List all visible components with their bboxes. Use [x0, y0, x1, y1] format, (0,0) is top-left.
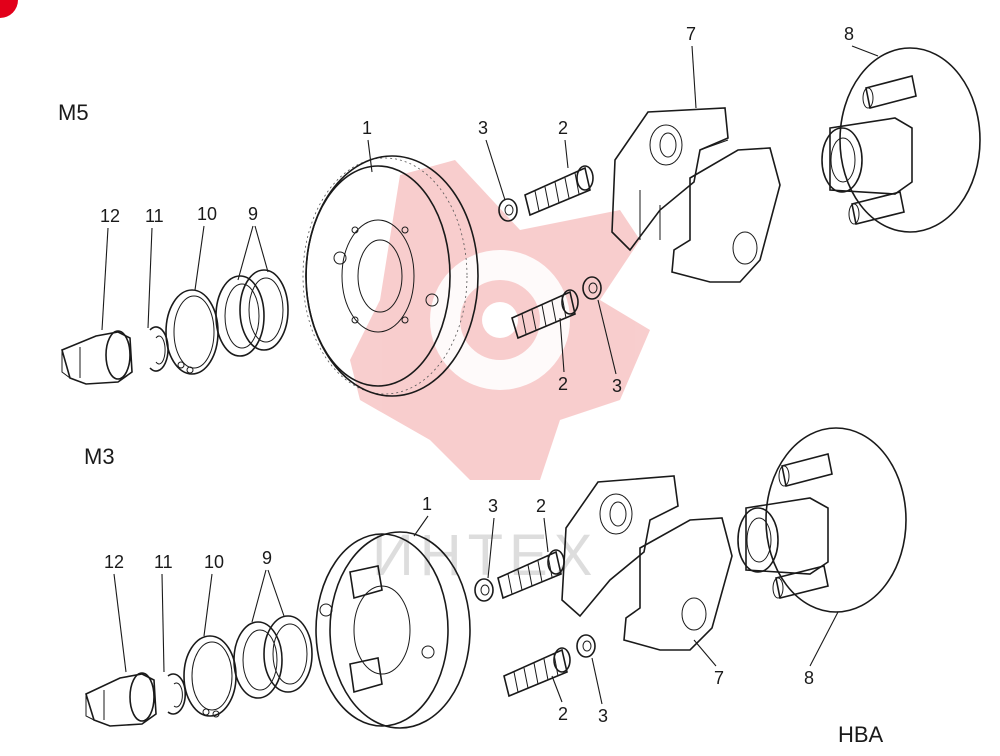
m3-part-10-circlip	[183, 635, 237, 718]
m3-callout-3-lower: 3	[598, 706, 608, 726]
m5-callout-1: 1	[362, 118, 372, 138]
m5-part-3-washer-lower	[582, 276, 602, 300]
m3-part-2-spring-upper	[497, 549, 565, 600]
m5-callout-2-lower: 2	[558, 374, 568, 394]
m5-part-2-spring-lower	[511, 289, 579, 340]
m3-callout-12: 12	[104, 552, 124, 572]
m5-callout-11: 11	[145, 206, 164, 226]
diagram-code: HBA	[838, 722, 884, 747]
m3-section-label: M3	[84, 444, 115, 469]
m5-section-label: M5	[58, 100, 89, 125]
m5-callout-7: 7	[686, 24, 696, 44]
m3-part-11-clip	[167, 673, 187, 715]
m3-callout-9: 9	[262, 548, 272, 568]
m3-part-8-hub	[737, 427, 907, 613]
m5-callout-9: 9	[248, 204, 258, 224]
m5-part-3-washer-upper	[498, 198, 518, 222]
m5-callout-3-lower: 3	[612, 376, 622, 396]
m3-callout-8: 8	[804, 668, 814, 688]
m3-part-1-flange	[315, 531, 471, 729]
m5-part-10-circlip	[165, 289, 219, 375]
m5-part-7-coupling	[611, 107, 781, 283]
m5-callout-2-upper: 2	[558, 118, 568, 138]
m5-callout-3-upper: 3	[478, 118, 488, 138]
m5-callout-10: 10	[197, 204, 217, 224]
m3-part-3-washer-lower	[576, 634, 596, 658]
m5-part-8-hub	[821, 47, 981, 233]
m5-part-1-gear	[302, 155, 479, 397]
m3-callout-7: 7	[714, 668, 724, 688]
m5-callout-8: 8	[844, 24, 854, 44]
m3-assembly: M3 12 11 10 9 1 3 2 2 3 7 8	[84, 427, 907, 729]
m5-callout-12: 12	[100, 206, 120, 226]
m3-part-7-coupling	[561, 475, 733, 651]
m3-callout-11: 11	[154, 552, 173, 572]
m3-callout-2-upper: 2	[536, 496, 546, 516]
m3-part-3-washer-upper	[474, 578, 494, 602]
m5-part-2-spring-upper	[524, 165, 594, 217]
watermark-text: ИНТЕХ	[372, 523, 598, 588]
m5-assembly: M5 12 11 10 9 1 3 2 2 3 7 8	[58, 24, 981, 397]
m3-part-2-spring-lower	[503, 647, 571, 698]
m3-callout-1: 1	[422, 494, 432, 514]
m3-callout-2-lower: 2	[558, 704, 568, 724]
m3-part-12-cap-nut	[85, 672, 157, 727]
watermark-logo	[350, 160, 650, 480]
m3-part-9-rings	[233, 615, 313, 699]
m3-callout-3-upper: 3	[488, 496, 498, 516]
m3-callout-10: 10	[204, 552, 224, 572]
m5-part-12-cap-nut	[61, 330, 133, 385]
m5-part-9-rings	[215, 269, 289, 357]
corner-badge	[0, 0, 18, 18]
